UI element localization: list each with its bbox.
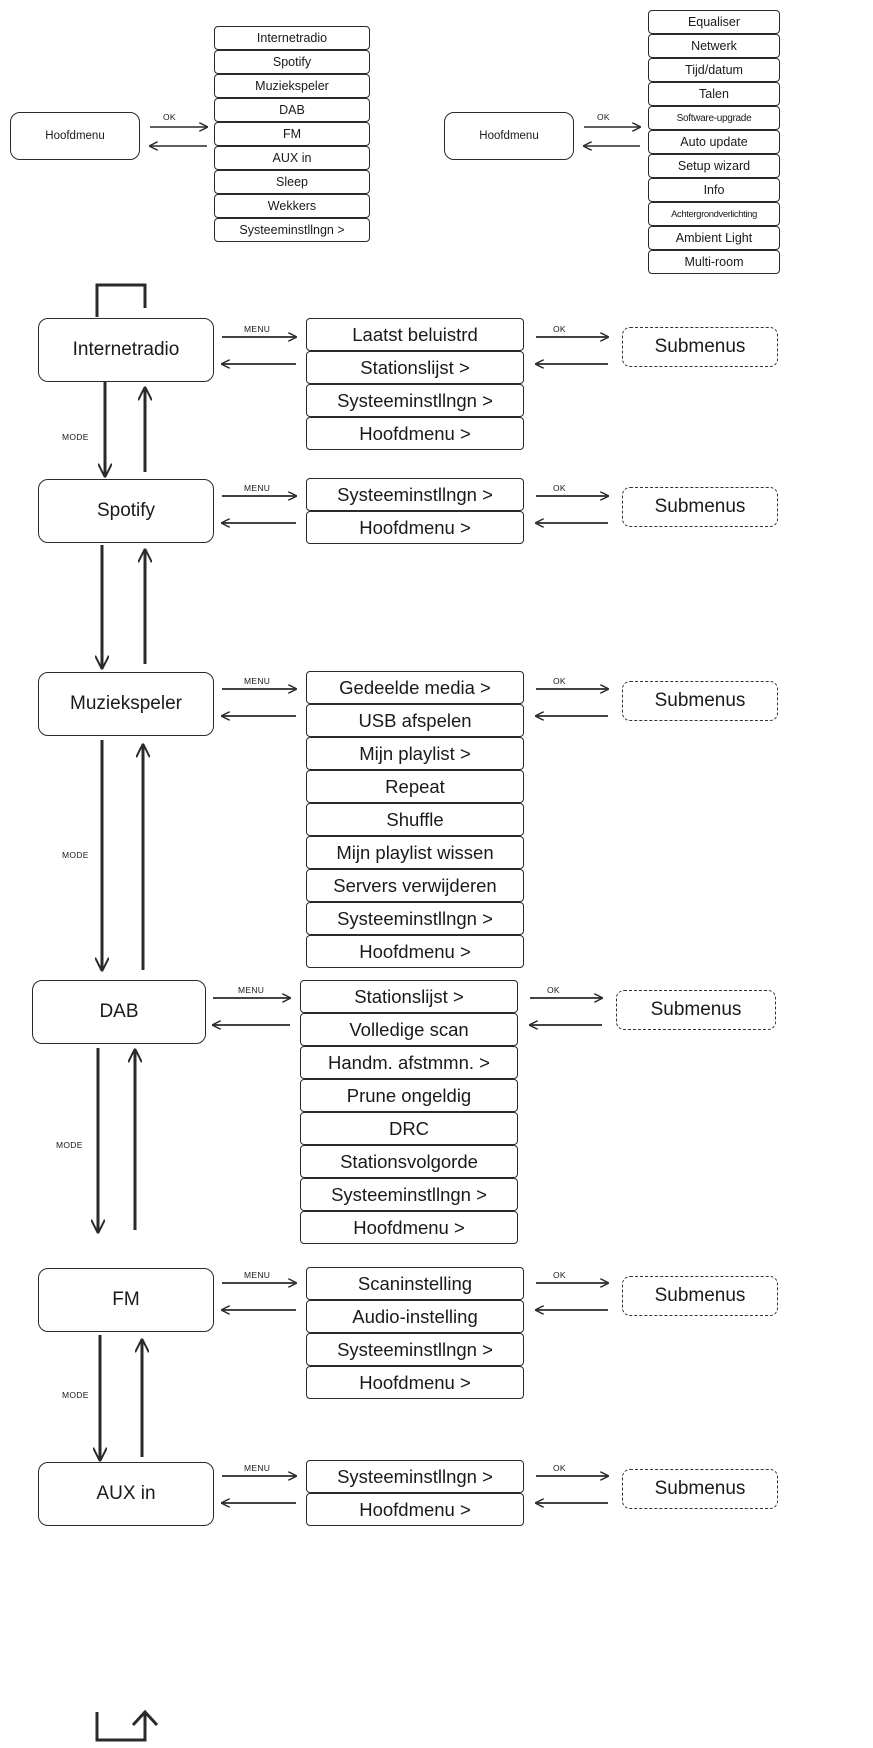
ok-label: OK — [553, 1463, 566, 1473]
menu-item: Hoofdmenu > — [306, 1366, 524, 1399]
menu-item: Servers verwijderen — [306, 869, 524, 902]
menu-item: Hoofdmenu > — [306, 1493, 524, 1526]
main-menu-item: FM — [214, 122, 370, 146]
hoofdmenu-node-left: Hoofdmenu — [10, 112, 140, 160]
menu-item: Handm. afstmmn. > — [300, 1046, 518, 1079]
menu-item: Stationslijst > — [306, 351, 524, 384]
main-menu-item: DAB — [214, 98, 370, 122]
system-menu-item: Info — [648, 178, 780, 202]
menu-item: Systeeminstllngn > — [306, 1460, 524, 1493]
mode-label: MODE — [62, 432, 89, 442]
mode-label: MODE — [56, 1140, 83, 1150]
hoofdmenu-node-right: Hoofdmenu — [444, 112, 574, 160]
main-menu-item: Sleep — [214, 170, 370, 194]
main-menu-item: Wekkers — [214, 194, 370, 218]
menu-item: Systeeminstllngn > — [306, 902, 524, 935]
main-menu-item: Spotify — [214, 50, 370, 74]
system-menu-item: Setup wizard — [648, 154, 780, 178]
menu-item: Gedeelde media > — [306, 671, 524, 704]
menu-item: Mijn playlist > — [306, 737, 524, 770]
menu-item: Systeeminstllngn > — [306, 384, 524, 417]
menu-label: MENU — [238, 985, 265, 995]
ok-label-left: OK — [163, 112, 176, 122]
menu-item: Systeeminstllngn > — [306, 1333, 524, 1366]
menu-item: USB afspelen — [306, 704, 524, 737]
submenus-node: Submenus — [622, 1469, 778, 1509]
menu-item: Laatst beluistrd — [306, 318, 524, 351]
menu-item: Audio-instelling — [306, 1300, 524, 1333]
system-menu-item: Netwerk — [648, 34, 780, 58]
system-menu-item: Software-upgrade — [648, 106, 780, 130]
system-menu-item: Multi-room — [648, 250, 780, 274]
menu-label: MENU — [244, 676, 271, 686]
menu-item: Systeeminstllngn > — [300, 1178, 518, 1211]
system-menu-item: Auto update — [648, 130, 780, 154]
mode-node-spotify: Spotify — [38, 479, 214, 543]
mode-node-dab: DAB — [32, 980, 206, 1044]
menu-item: Systeeminstllngn > — [306, 478, 524, 511]
menu-item: Hoofdmenu > — [306, 417, 524, 450]
mode-label: MODE — [62, 1390, 89, 1400]
menu-item: Hoofdmenu > — [306, 935, 524, 968]
main-menu-item: Systeeminstllngn > — [214, 218, 370, 242]
system-menu-item: Equaliser — [648, 10, 780, 34]
ok-label: OK — [547, 985, 560, 995]
system-menu-item: Ambient Light — [648, 226, 780, 250]
mode-node-muziekspeler: Muziekspeler — [38, 672, 214, 736]
menu-label: MENU — [244, 1270, 271, 1280]
mode-node-aux-in: AUX in — [38, 1462, 214, 1526]
menu-item: Mijn playlist wissen — [306, 836, 524, 869]
menu-item: Shuffle — [306, 803, 524, 836]
submenus-node: Submenus — [616, 990, 776, 1030]
menu-item: Volledige scan — [300, 1013, 518, 1046]
ok-label-right: OK — [597, 112, 610, 122]
submenus-node: Submenus — [622, 1276, 778, 1316]
menu-item: Hoofdmenu > — [300, 1211, 518, 1244]
mode-label: MODE — [62, 850, 89, 860]
menu-item: DRC — [300, 1112, 518, 1145]
system-menu-item: Talen — [648, 82, 780, 106]
menu-item: Scaninstelling — [306, 1267, 524, 1300]
menu-item: Repeat — [306, 770, 524, 803]
main-menu-item: AUX in — [214, 146, 370, 170]
main-menu-item: Internetradio — [214, 26, 370, 50]
menu-label: MENU — [244, 1463, 271, 1473]
mode-node-fm: FM — [38, 1268, 214, 1332]
submenus-node: Submenus — [622, 327, 778, 367]
menu-label: MENU — [244, 324, 271, 334]
main-menu-item: Muziekspeler — [214, 74, 370, 98]
menu-item: Hoofdmenu > — [306, 511, 524, 544]
ok-label: OK — [553, 1270, 566, 1280]
menu-item: Prune ongeldig — [300, 1079, 518, 1112]
ok-label: OK — [553, 324, 566, 334]
submenus-node: Submenus — [622, 487, 778, 527]
submenus-node: Submenus — [622, 681, 778, 721]
menu-item: Stationsvolgorde — [300, 1145, 518, 1178]
menu-label: MENU — [244, 483, 271, 493]
mode-node-internetradio: Internetradio — [38, 318, 214, 382]
menu-item: Stationslijst > — [300, 980, 518, 1013]
system-menu-item: Achtergrondverlichting — [648, 202, 780, 226]
ok-label: OK — [553, 676, 566, 686]
system-menu-item: Tijd/datum — [648, 58, 780, 82]
ok-label: OK — [553, 483, 566, 493]
